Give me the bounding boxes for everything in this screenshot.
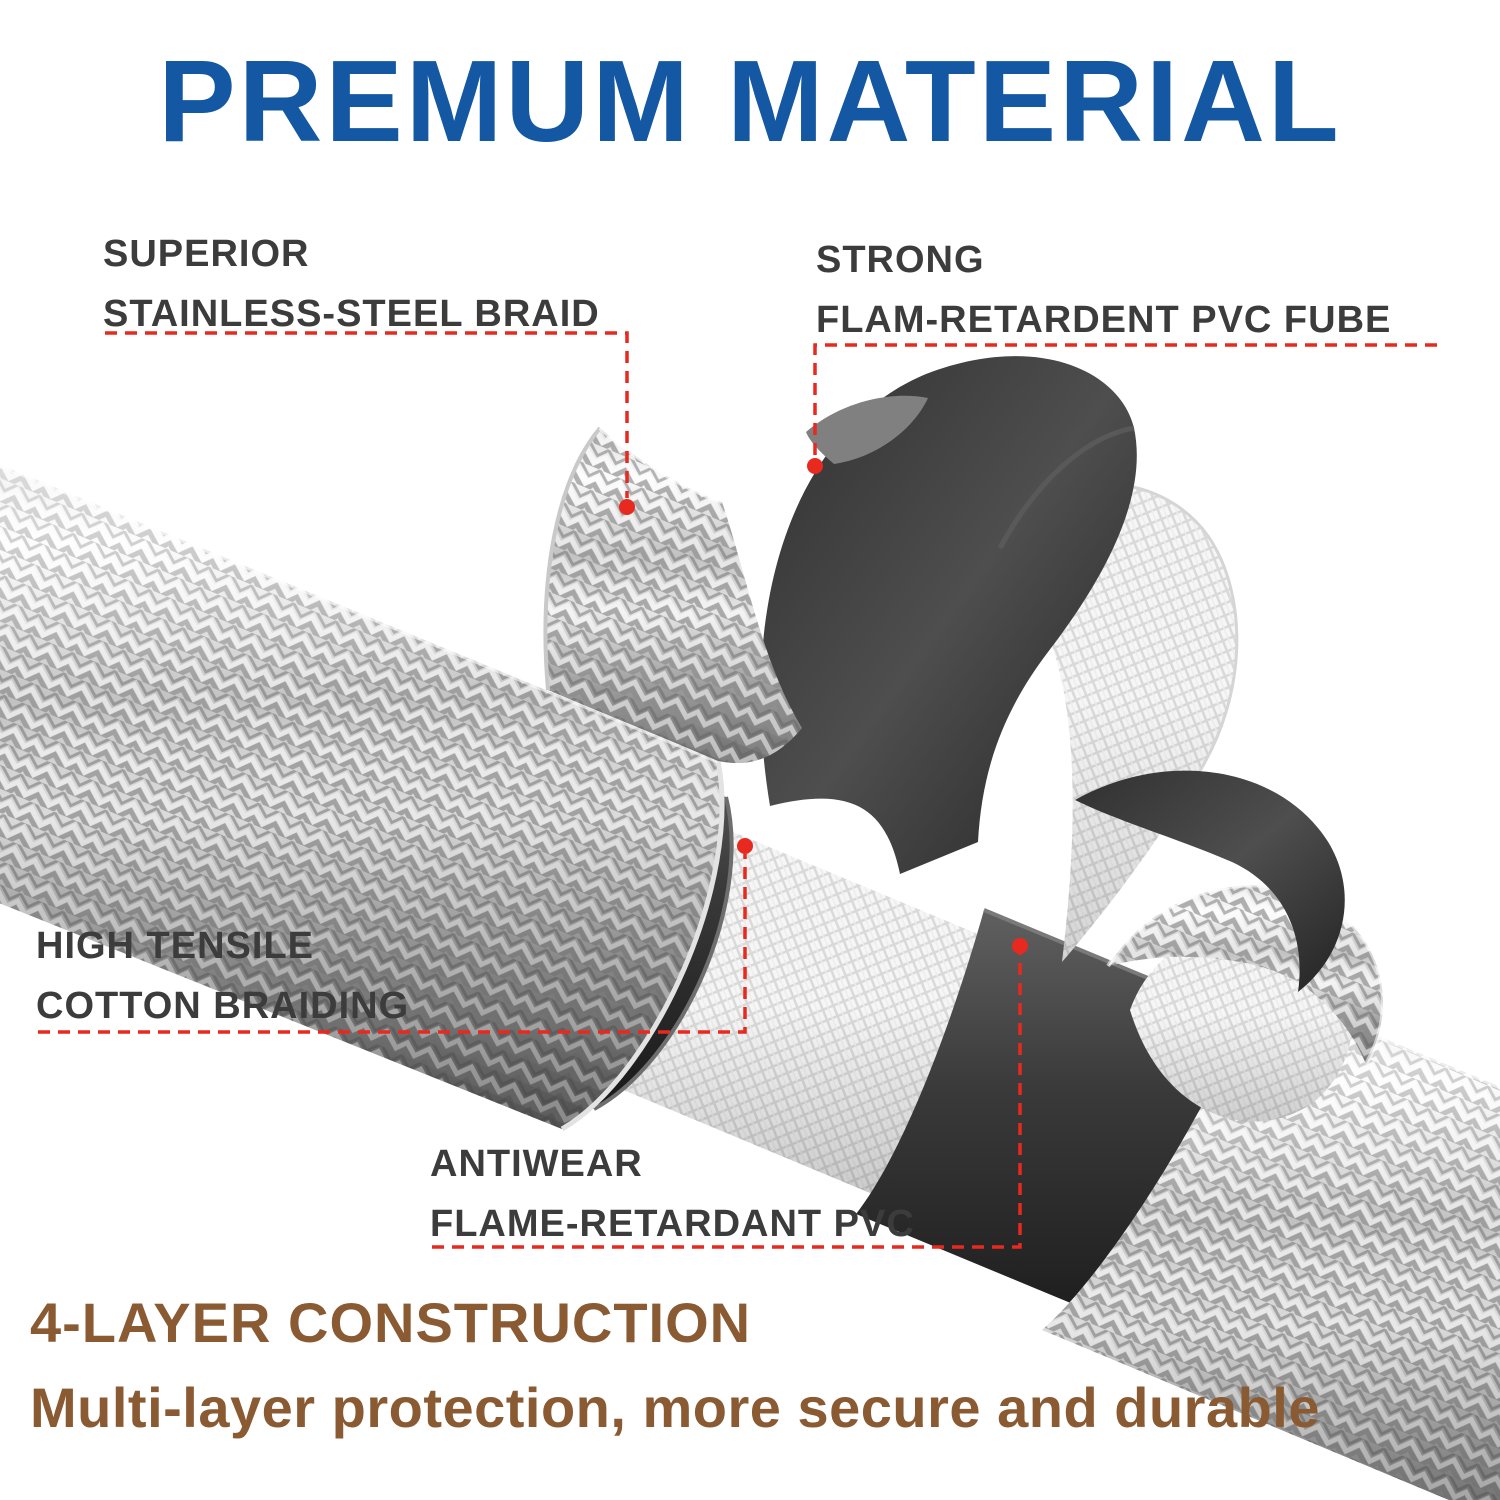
callout-line-1: HIGH TENSILE (36, 925, 315, 967)
callout-line-1: STRONG (816, 239, 985, 281)
callout-stainless-steel-braid: SUPERIOR STAINLESS-STEEL BRAID (103, 224, 600, 344)
footer-subheading: Multi-layer protection, more secure and … (30, 1376, 1321, 1439)
right-braid-segment (1042, 983, 1500, 1500)
inner-pvc-curl (1075, 770, 1345, 992)
footer: 4-LAYER CONSTRUCTION Multi-layer protect… (30, 1290, 1320, 1440)
callout-line-2: STAINLESS-STEEL BRAID (103, 293, 600, 336)
callout-line-2: COTTON BRAIDING (36, 985, 410, 1028)
callout-line-2: FLAME-RETARDANT PVC (430, 1203, 915, 1246)
callout-inner-pvc: ANTIWEAR FLAME-RETARDANT PVC (430, 1134, 915, 1254)
callout-line-2: FLAM-RETARDENT PVC FUBE (816, 299, 1392, 342)
callout-cotton-braiding: HIGH TENSILE COTTON BRAIDING (36, 916, 409, 1036)
callout-pvc-tube: STRONG FLAM-RETARDENT PVC FUBE (816, 230, 1391, 350)
footer-heading: 4-LAYER CONSTRUCTION (30, 1291, 752, 1354)
callout-line-1: ANTIWEAR (430, 1143, 643, 1185)
callout-line-1: SUPERIOR (103, 233, 310, 275)
page-title: PREMUM MATERIAL (158, 36, 1342, 166)
